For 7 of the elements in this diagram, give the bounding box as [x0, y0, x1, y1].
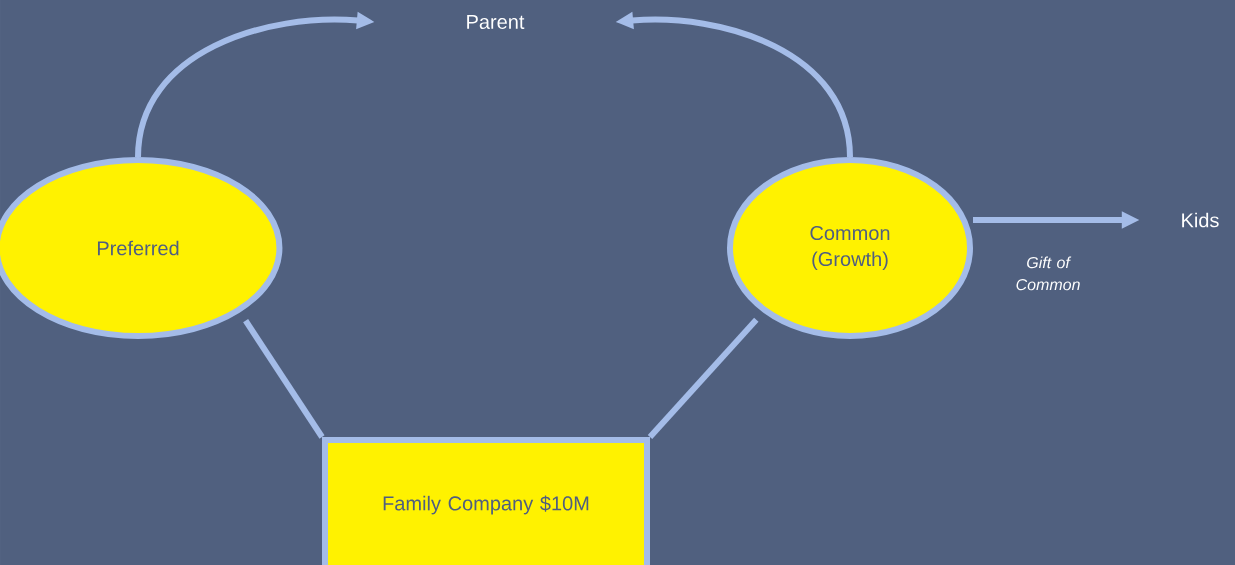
node-label: Parent	[467, 15, 525, 29]
node-label: Kids	[1182, 212, 1219, 228]
connector-line	[647, 317, 759, 439]
edge-label: Gift of Common	[1016, 256, 1080, 291]
oval-node: Common (Growth)	[727, 157, 973, 339]
company-box: Family Company $10M	[322, 437, 650, 565]
connector-line	[243, 319, 325, 439]
